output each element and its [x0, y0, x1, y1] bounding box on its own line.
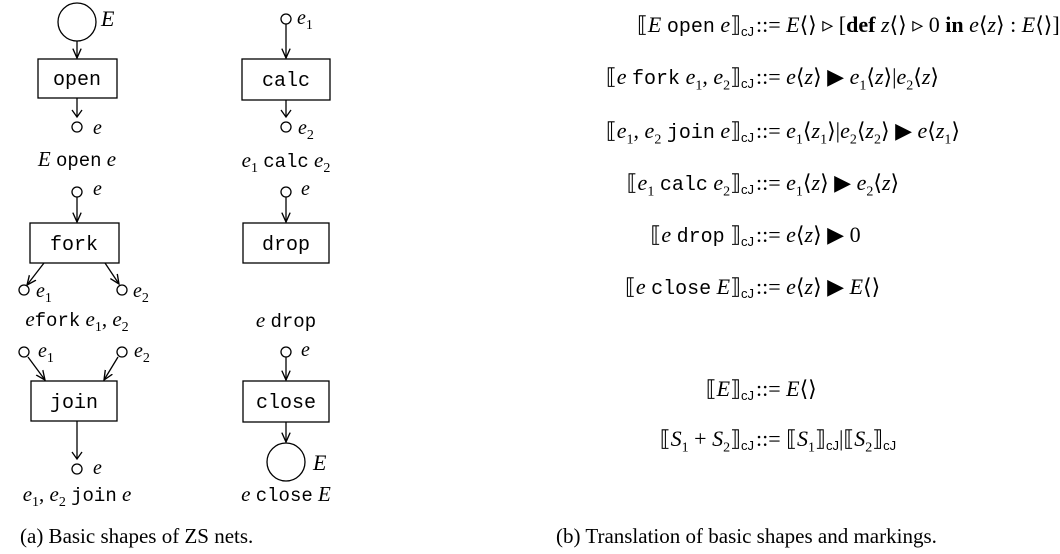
rule-fork: ⟦e fork e1, e2⟧cJ ::= e⟨z⟩ ▶ e1⟨z⟩|e2⟨z⟩: [0, 64, 1037, 94]
rule-join-rhs: ::= e1⟨z1⟩|e2⟨z2⟩ ▶ e⟨z1⟩: [756, 118, 961, 148]
fork-place-out-left: [18, 284, 30, 296]
fork-box-label: fork: [50, 234, 98, 257]
rule-join-lhs: ⟦e1, e2 join e⟧cJ: [605, 118, 754, 148]
zs-nets-diagram: E open e E open e e1 calc e2 e1 calc e2 …: [18, 2, 331, 510]
fork-place-in-label: e: [93, 178, 102, 200]
drop-shape: e drop e drop: [242, 178, 330, 333]
close-shape: e close E e close E: [241, 339, 331, 507]
close-place-bottom: [266, 442, 306, 482]
open-place-top-label: E: [100, 6, 115, 31]
rule-drop: ⟦e drop ⟧cJ ::= e⟨z⟩ ▶ 0: [0, 222, 1037, 252]
open-shape: E open e E open e: [37, 2, 118, 172]
close-place-in-label: e: [301, 339, 310, 361]
join-place-out: [71, 463, 83, 475]
open-expression: E open e: [37, 147, 116, 172]
join-place-out-label: e: [93, 457, 102, 479]
open-box-label: open: [53, 69, 101, 92]
rule-open: ⟦E open e⟧cJ ::= E⟨⟩ ▹ [def z⟨⟩ ▹ 0 in e…: [0, 12, 1060, 42]
close-box-label: close: [256, 392, 316, 415]
calc-shape: e1 calc e2 e1 calc e2: [241, 7, 331, 176]
drop-box: [242, 222, 330, 264]
join-place-in-right-label: e2: [134, 340, 150, 366]
close-place-in: [280, 346, 292, 358]
caption-a: (a) Basic shapes of ZS nets.: [20, 524, 254, 548]
drop-place-in-label: e: [301, 178, 310, 200]
open-place-out: [71, 121, 83, 133]
rule-calc-lhs: ⟦e1 calc e2⟧cJ: [626, 170, 754, 200]
rule-sum: ⟦S1 + S2⟧cJ ::= ⟦S1⟧cJ|⟦S2⟧cJ: [0, 426, 1037, 456]
rule-join: ⟦e1, e2 join e⟧cJ ::= e1⟨z1⟩|e2⟨z2⟩ ▶ e⟨…: [0, 118, 1037, 148]
rule-open-lhs: ⟦E open e⟧cJ: [636, 12, 754, 39]
drop-box-label: drop: [262, 234, 310, 257]
rule-sum-rhs: ::= ⟦S1⟧cJ|⟦S2⟧cJ: [756, 426, 897, 456]
join-box: [30, 380, 118, 422]
calc-box-label: calc: [262, 70, 310, 93]
rule-close: ⟦e close E⟧cJ ::= e⟨z⟩ ▶ E⟨⟩: [0, 274, 1037, 304]
rule-marking: ⟦E⟧cJ ::= E⟨⟩: [0, 376, 1037, 406]
close-box: [242, 380, 330, 423]
join-place-in-left-label: e1: [38, 340, 54, 366]
rule-fork-rhs: ::= e⟨z⟩ ▶ e1⟨z⟩|e2⟨z⟩: [756, 64, 940, 94]
fork-shape: e fork e1 e2 efork e1, e2: [18, 178, 149, 335]
rule-calc-rhs: ::= e1⟨z⟩ ▶ e2⟨z⟩: [756, 170, 900, 200]
rule-close-lhs: ⟦e close E⟧cJ: [624, 274, 754, 301]
join-place-in-left: [18, 346, 30, 358]
rule-sum-lhs: ⟦S1 + S2⟧cJ: [659, 426, 754, 456]
drop-expression: e drop: [256, 308, 316, 333]
join-place-in-right: [116, 346, 128, 358]
calc-place-out: [280, 121, 292, 133]
join-expression: e1, e2 join e: [23, 482, 132, 510]
rule-marking-lhs: ⟦E⟧cJ: [705, 376, 754, 403]
close-expression: e close E: [241, 482, 331, 507]
close-place-bottom-label: E: [312, 450, 327, 475]
rule-drop-rhs: ::= e⟨z⟩ ▶ 0: [756, 222, 861, 247]
rule-calc: ⟦e1 calc e2⟧cJ ::= e1⟨z⟩ ▶ e2⟨z⟩: [0, 170, 1037, 200]
fork-place-out-right: [116, 284, 128, 296]
caption-b: (b) Translation of basic shapes and mark…: [556, 524, 937, 548]
open-box: [37, 58, 118, 99]
open-place-out-label: e: [93, 117, 102, 139]
rule-marking-rhs: ::= E⟨⟩: [756, 376, 817, 401]
join-box-label: join: [50, 392, 98, 415]
rule-drop-lhs: ⟦e drop ⟧cJ: [650, 222, 754, 249]
calc-expression: e1 calc e2: [242, 148, 331, 176]
fork-box: [29, 222, 120, 264]
fork-expression: efork e1, e2: [25, 307, 128, 335]
join-shape: e1 e2 join e e1, e2 join e: [18, 340, 150, 510]
rule-fork-lhs: ⟦e fork e1, e2⟧cJ: [605, 64, 754, 94]
rule-close-rhs: ::= e⟨z⟩ ▶ E⟨⟩: [756, 274, 881, 299]
rule-open-rhs: ::= E⟨⟩ ▹ [def z⟨⟩ ▹ 0 in e⟨z⟩ : E⟨⟩]: [756, 12, 1060, 37]
